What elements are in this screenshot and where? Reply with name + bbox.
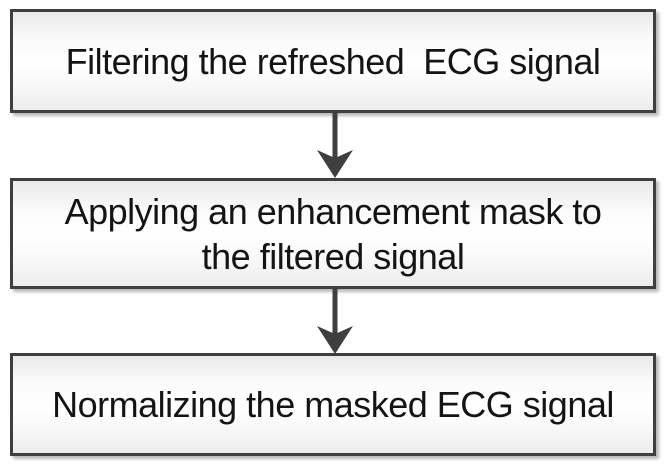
flowchart-step-filtering: Filtering the refreshed ECG signal bbox=[10, 9, 656, 113]
flowchart-step-enhancement-mask-text-line-1: Applying an enhancement mask to bbox=[64, 190, 602, 232]
flowchart-step-normalizing-text: Normalizing the masked ECG signal bbox=[52, 384, 614, 425]
flow-arrow-down-icon bbox=[317, 113, 353, 178]
flow-arrow-down-icon bbox=[317, 289, 353, 354]
flowchart-step-filtering-text: Filtering the refreshed ECG signal bbox=[65, 40, 601, 82]
flowchart-step-enhancement-mask-text-line-2: the filtered signal bbox=[201, 235, 465, 277]
flowchart-step-enhancement-mask: Applying an enhancement mask to the filt… bbox=[10, 178, 656, 289]
flowchart-step-normalizing: Normalizing the masked ECG signal bbox=[10, 353, 656, 456]
